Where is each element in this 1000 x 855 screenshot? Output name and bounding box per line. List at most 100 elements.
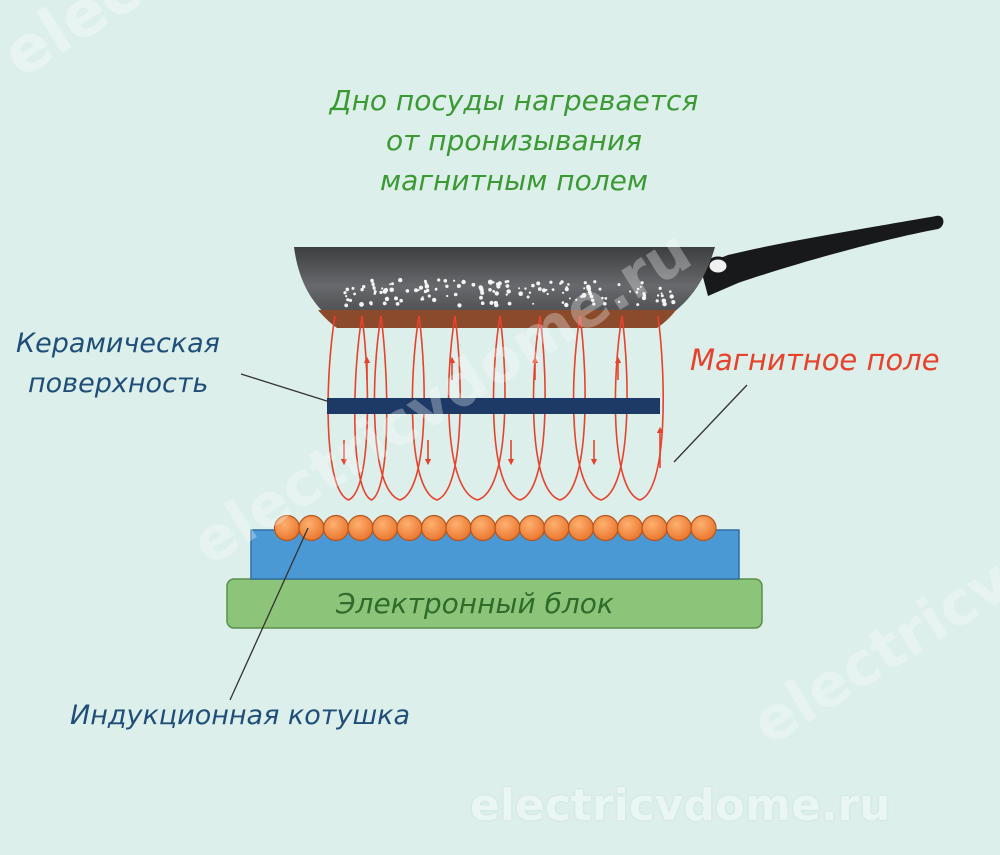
pan-dot (456, 284, 461, 288)
pan-dot (568, 297, 571, 300)
pan-dot (635, 290, 639, 294)
pan-dot (379, 290, 383, 294)
pan-dot (348, 298, 353, 302)
pan-dot (549, 280, 553, 284)
coil-turn (445, 514, 472, 542)
pan-dot (589, 294, 594, 299)
pan-dot (382, 301, 387, 306)
pan-dot (394, 296, 398, 301)
field-loop (532, 315, 586, 501)
pan-dot (636, 303, 640, 307)
pan-dot (488, 288, 492, 292)
watermark-footer: electricvdome.ru (470, 780, 891, 831)
pan-dot (575, 298, 578, 301)
pan-dot (670, 295, 674, 299)
ceramic-surface (327, 398, 660, 414)
pan-dot (471, 282, 476, 287)
pan-dot (592, 302, 596, 306)
pan-dot (434, 287, 438, 291)
pan-dot (658, 286, 662, 290)
pan-dot (384, 296, 390, 302)
pan-dot (528, 291, 532, 294)
pan-dot (453, 279, 456, 282)
pan-dot (395, 302, 400, 306)
pan-dot (496, 284, 501, 289)
pan-dot (494, 291, 499, 296)
pan-dot (559, 282, 562, 285)
pan-dot (504, 280, 508, 284)
pan-dot (437, 278, 441, 282)
pan-dot (505, 284, 510, 288)
pan-dot (604, 297, 608, 300)
pan-dot (541, 288, 547, 293)
pan-dot (492, 290, 496, 293)
field-loop (373, 315, 425, 501)
pan-dot (564, 302, 569, 308)
pan-dot (518, 291, 523, 297)
pan-dot (669, 290, 672, 293)
coil-turn (665, 514, 693, 542)
pan-dot (661, 298, 667, 304)
magnetic-field-label: Магнитное поле (690, 343, 940, 377)
pan-dot (479, 287, 484, 293)
title-line-3: магнитным полем (380, 164, 648, 197)
pan-dot (537, 287, 542, 291)
coil-turn (469, 514, 497, 542)
pan-dot (524, 287, 527, 290)
ceramic-surface-label-line-1: Керамическая (16, 328, 220, 359)
coil-turn (690, 514, 717, 542)
frying-pan-icon (294, 215, 944, 328)
pan-dot (564, 287, 569, 292)
coil-turn (420, 514, 448, 542)
pan-dot (655, 299, 659, 303)
pan-dot (446, 294, 449, 298)
pan-dot (617, 283, 621, 287)
pan-dot (443, 279, 448, 283)
pan-dot (445, 284, 449, 288)
pan-dot (636, 287, 640, 291)
pan-dot (461, 279, 466, 285)
coil-turn (347, 514, 374, 542)
pan-dot (656, 294, 660, 297)
pan-dot (536, 281, 541, 286)
field-loop (492, 315, 546, 501)
pan-dot (581, 292, 587, 298)
ceramic-leader-line (240, 373, 331, 403)
pan-dot (660, 294, 664, 298)
pan-dot (345, 287, 350, 292)
coil-turn (543, 514, 570, 542)
pan-body (294, 247, 715, 318)
pan-dot (494, 302, 499, 308)
pan-dot (453, 292, 458, 297)
coil-turn (371, 514, 399, 542)
pan-dot (561, 301, 565, 304)
pan-dot (417, 289, 420, 292)
electronic-block-label: Электронный блок (336, 587, 614, 620)
coil-turn (567, 514, 595, 542)
coil-leader-line (229, 527, 309, 701)
pan-dot (641, 295, 647, 301)
pan-dot (359, 302, 364, 307)
induction-coil (273, 514, 717, 542)
pan-dot (532, 302, 535, 305)
pan-texture (343, 277, 676, 308)
pan-dot (346, 298, 350, 302)
pan-dot (343, 291, 347, 295)
pan-dot (507, 301, 512, 306)
pan-dot (389, 287, 395, 293)
pan-dot (546, 292, 549, 296)
pan-dot (601, 296, 604, 300)
pan-dot (424, 284, 430, 289)
induction-coil-label: Индукционная котушка (70, 700, 411, 731)
pan-dot (588, 292, 592, 296)
pan-dot (495, 301, 498, 304)
title-line-2: от пронизывания (385, 124, 643, 157)
pan-dot (583, 281, 587, 285)
pan-dot (373, 292, 377, 295)
pan-dot (639, 285, 642, 288)
coil-turn (322, 514, 350, 542)
pan-dot (505, 293, 508, 296)
pan-dot (362, 285, 366, 289)
pan-dot (598, 287, 602, 291)
pan-dot (551, 288, 555, 291)
